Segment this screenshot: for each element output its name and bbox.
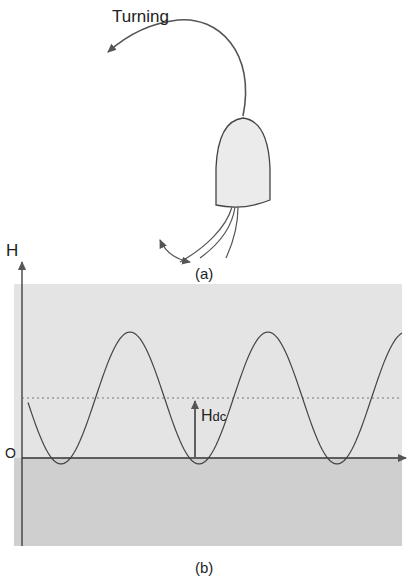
plot-ground bbox=[14, 458, 402, 546]
oscillation-arrow bbox=[160, 240, 190, 262]
hdc-label: Hdc bbox=[201, 408, 226, 424]
h-axis bbox=[21, 262, 22, 546]
fish-body bbox=[216, 118, 270, 207]
origin-label: O bbox=[5, 446, 16, 460]
panel-label: (a) bbox=[195, 266, 213, 281]
turning-arrow bbox=[108, 20, 246, 116]
plot-ground bbox=[14, 284, 402, 458]
panel-label: (b) bbox=[195, 560, 213, 575]
axis-label: H bbox=[6, 242, 18, 259]
subscript: dc bbox=[213, 409, 227, 424]
tail bbox=[226, 207, 238, 258]
symbol: H bbox=[201, 407, 213, 424]
hdc-arrow bbox=[194, 401, 196, 457]
turning-label: Turning bbox=[112, 8, 169, 25]
sine-wave bbox=[28, 332, 402, 464]
time-axis bbox=[22, 457, 406, 458]
dc-level bbox=[22, 397, 402, 398]
